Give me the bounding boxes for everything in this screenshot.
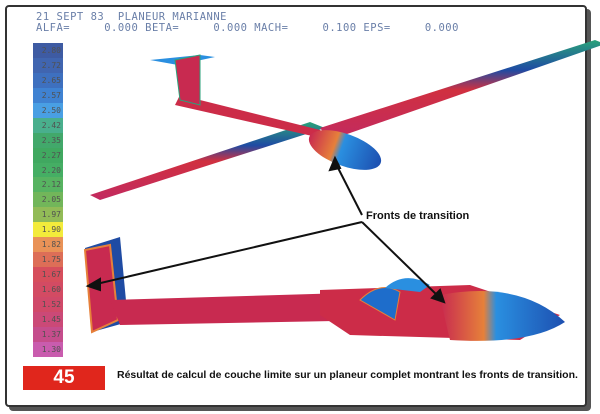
scale-cell: 2.80 — [33, 43, 63, 58]
scale-cell: 1.45 — [33, 311, 63, 327]
scale-cell: 1.97 — [33, 207, 63, 223]
scale-cell: 1.67 — [33, 267, 63, 282]
scale-cell: 2.42 — [33, 117, 63, 133]
scale-cell: 2.12 — [33, 177, 63, 193]
scale-cell: 2.72 — [33, 57, 63, 73]
header-parameters: ALFA= 0.000 BETA= 0.000 MACH= 0.100 EPS=… — [36, 22, 459, 34]
figure-number-badge: 45 — [23, 366, 105, 390]
scale-cell: 1.75 — [33, 252, 63, 268]
scale-cell: 1.90 — [33, 222, 63, 238]
figure-caption: Résultat de calcul de couche limite sur … — [117, 369, 578, 381]
scale-cell: 2.57 — [33, 87, 63, 103]
scale-cell: 1.37 — [33, 326, 63, 342]
scale-cell: 1.30 — [33, 341, 63, 357]
scale-cell: 2.27 — [33, 147, 63, 163]
bottom-glider — [83, 237, 565, 341]
scale-cell: 1.52 — [33, 296, 63, 312]
scale-cell: 2.05 — [33, 192, 63, 208]
scale-cell: 1.82 — [33, 237, 63, 253]
scale-cell: 2.50 — [33, 102, 63, 118]
scale-cell: 2.65 — [33, 72, 63, 88]
annotation-arrows — [85, 155, 446, 304]
scale-cell: 1.60 — [33, 282, 63, 297]
scale-cell: 2.35 — [33, 132, 63, 148]
scale-cell: 2.20 — [33, 162, 63, 178]
top-glider — [90, 40, 600, 200]
annotation-label: Fronts de transition — [366, 210, 470, 222]
header-title: 21 SEPT 83 PLANEUR MARIANNE — [36, 11, 228, 23]
